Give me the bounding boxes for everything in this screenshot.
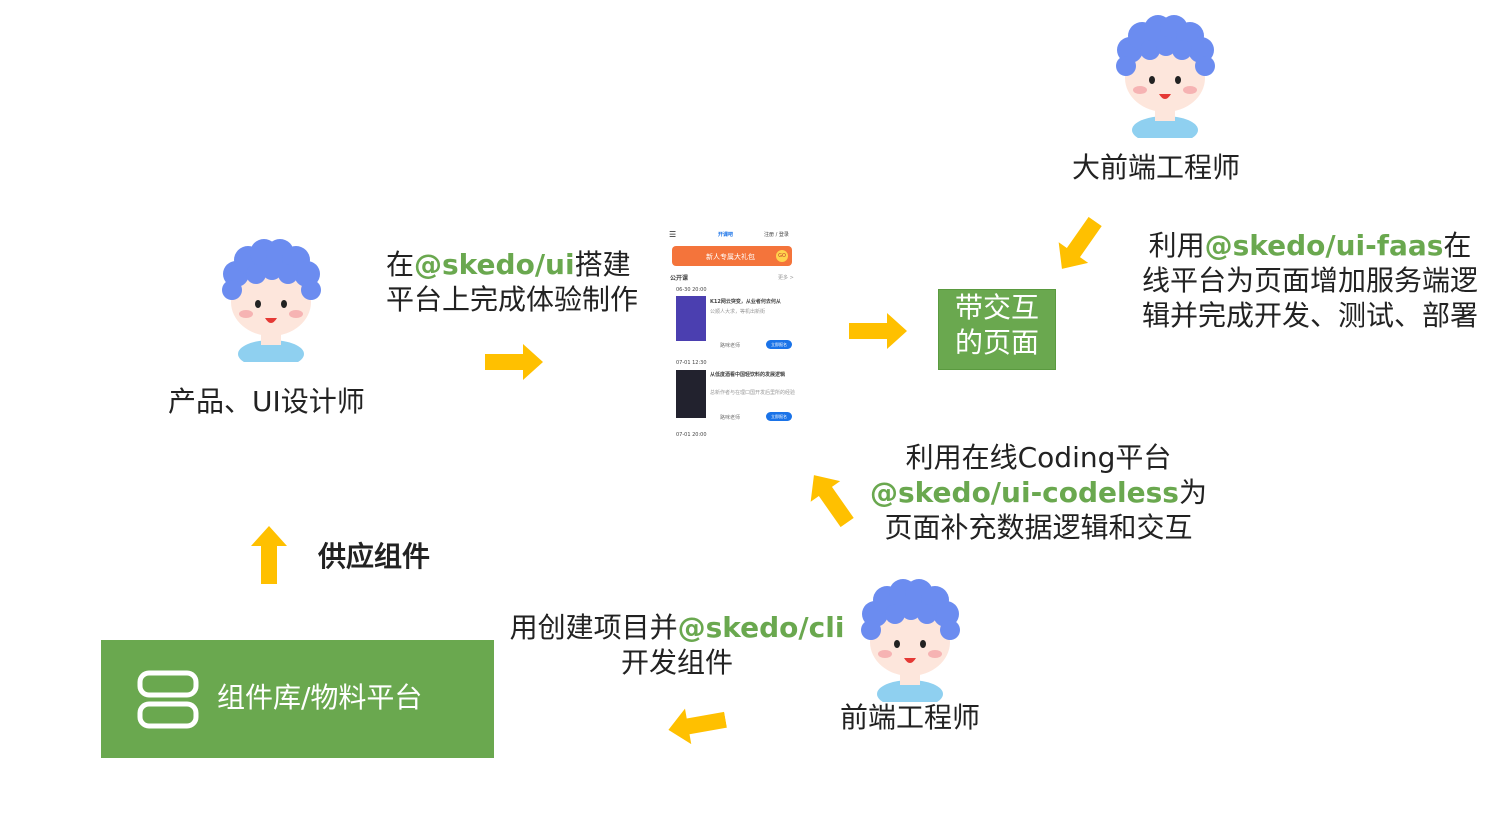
frontend-engineer-avatar [855,572,965,702]
preview-banner-go: GO [776,250,788,262]
preview-date: 06-30 20:00 [676,287,707,293]
design-step-pre: 在 [386,248,415,281]
component-platform-box: 组件库/物料平台 [101,640,494,758]
preview-date: 07-01 12:30 [676,360,707,366]
codeless-step-post: 为页面补充数据逻辑和交互 [884,476,1207,544]
frontend-engineer-label: 前端工程师 [840,701,981,734]
mobile-page-preview: ☰ 开课吧 注册 / 登录 新人专属大礼包 GO 公开课 更多 > 06-30 … [666,226,796,441]
preview-date: 07-01 20:00 [676,432,707,438]
codeless-step-pre: 利用在线Coding平台 [905,441,1172,474]
arrow-down-left-icon [1044,210,1111,282]
menu-icon: ☰ [669,230,677,239]
arrow-left-icon [663,700,729,750]
preview-section: 公开课 [670,275,689,282]
interactive-page-line1: 带交互 [954,291,1039,324]
fullstack-engineer-avatar [1110,8,1220,138]
interactive-page-box: 带交互 的页面 [938,289,1056,370]
faas-step-pre: 利用 [1148,229,1205,262]
preview-course-title: 从低度酒看中国轻饮料的发展逻辑 [710,372,786,378]
preview-app-name: 开课吧 [718,232,734,238]
arrow-right-icon [485,342,545,382]
arrow-up-left-icon [796,462,863,534]
preview-banner: 新人专属大礼包 GO [672,246,792,266]
design-step-post: 搭建平台上完成体验制作 [386,248,639,316]
product-designer-avatar [216,232,326,362]
faas-step-text: 利用@skedo/ui-faas在线平台为页面增加服务端逻辑并完成开发、测试、部… [1142,228,1478,333]
faas-step-post: 在线平台为页面增加服务端逻辑并完成开发、测试、部署 [1142,229,1479,332]
preview-banner-text: 新人专属大礼包 [706,253,755,261]
preview-teacher: 路咪老师 [720,343,741,349]
preview-course-cover [676,370,706,418]
component-stack-icon [137,670,199,729]
supply-components-label: 供应组件 [318,540,431,573]
cli-step-post: 开发组件 [620,646,733,679]
preview-signup-button: 立即报名 [766,412,792,421]
preview-nav: 注册 / 登录 [764,232,789,238]
arrow-up-icon [249,524,289,584]
preview-course-cover [676,296,706,341]
preview-more: 更多 > [778,275,794,281]
product-designer-label: 产品、UI设计师 [168,385,365,418]
faas-step-pkg: @skedo/ui-faas [1204,229,1444,262]
arrow-right-icon [849,311,909,351]
interactive-page-line2: 的页面 [954,326,1039,359]
fullstack-engineer-label: 大前端工程师 [1072,151,1241,184]
preview-course-sub: 总新作者与在理口国开发后里所的经验 [710,390,796,396]
component-platform-label: 组件库/物料平台 [217,681,423,714]
preview-signup-button: 立即报名 [766,340,792,349]
preview-course-sub: 公顺人大求，等机出新街 [710,309,766,315]
codeless-step-pkg: @skedo/ui-codeless [870,476,1179,509]
cli-step-text: 用创建项目并@skedo/cli开发组件 [508,610,846,680]
design-step-text: 在@skedo/ui搭建平台上完成体验制作 [386,247,651,317]
cli-step-pre: 用创建项目并 [509,611,678,644]
preview-teacher: 路咪老师 [720,415,741,421]
codeless-step-text: 利用在线Coding平台@skedo/ui-codeless为页面补充数据逻辑和… [866,440,1211,545]
preview-course-title: K12网云突变，从业者何去何从 [710,299,781,305]
cli-step-pkg: @skedo/cli [677,611,845,644]
design-step-pkg: @skedo/ui [414,248,575,281]
